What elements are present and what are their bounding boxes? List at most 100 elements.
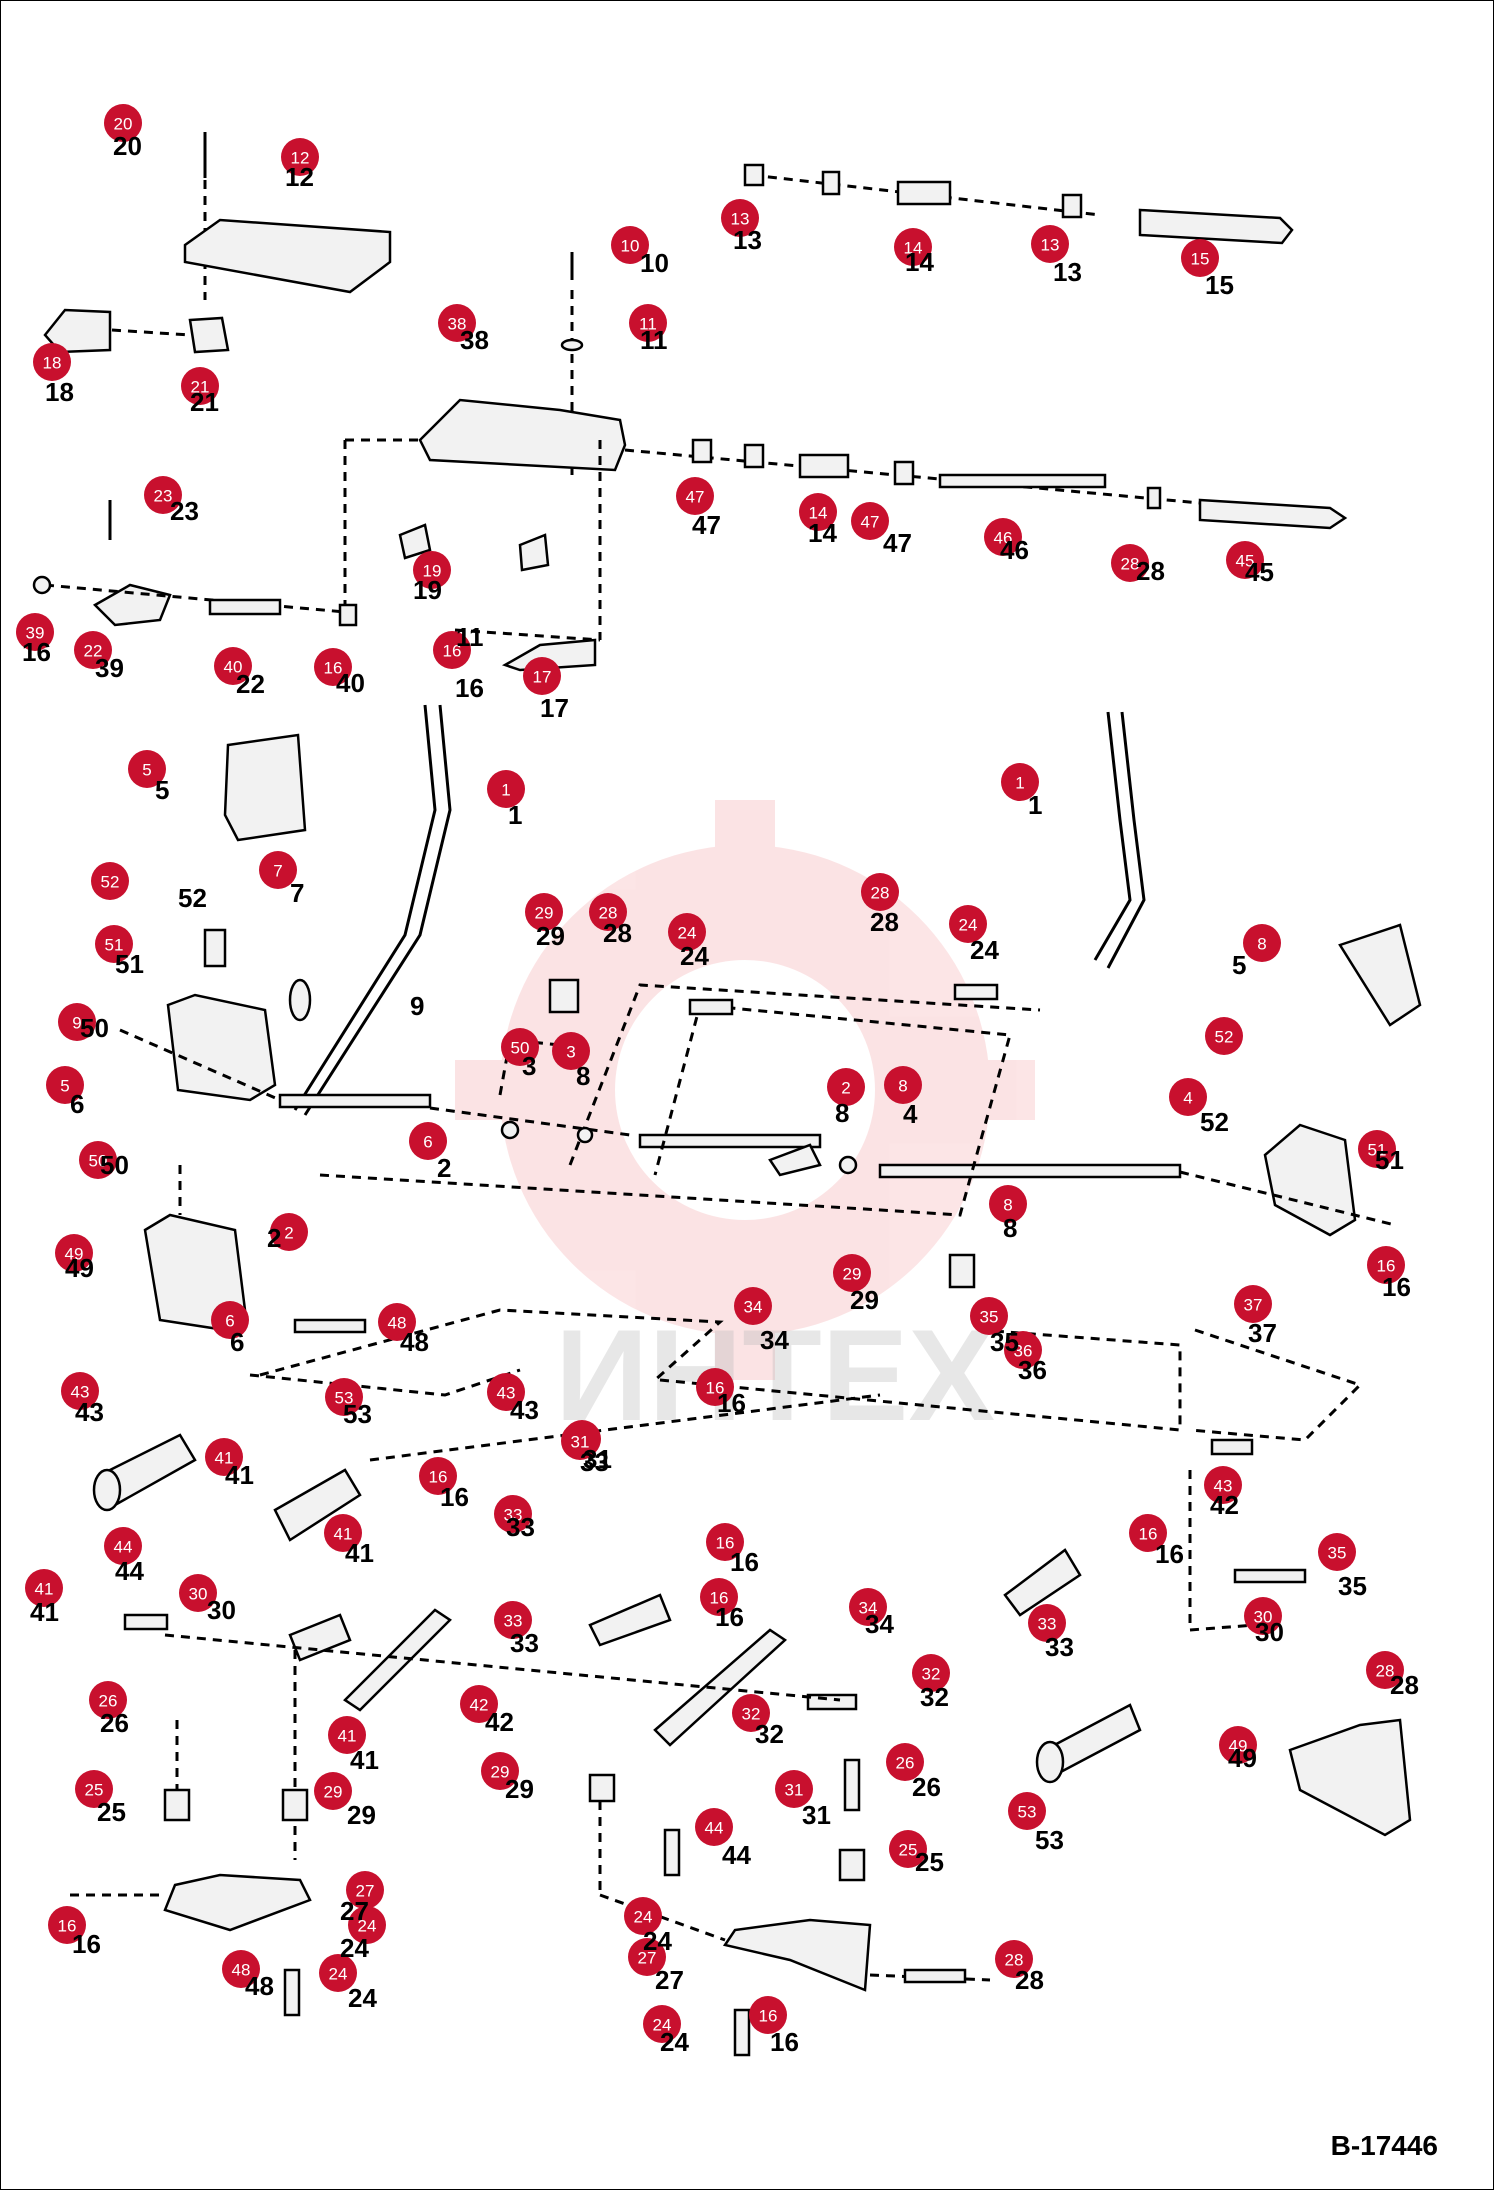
watermark-text: ИНТЕХ (555, 1302, 995, 1448)
callout-29: 29 (525, 893, 563, 931)
callout-8: 8 (989, 1185, 1027, 1223)
svg-text:24: 24 (653, 2016, 672, 2035)
callout-38: 38 (438, 304, 476, 342)
part-label-1: 1 (1028, 790, 1042, 820)
callout-50: 50 (79, 1141, 117, 1179)
part-label-8: 8 (576, 1061, 590, 1091)
svg-text:15: 15 (1191, 250, 1210, 269)
callout-51: 51 (95, 925, 133, 963)
part-label-24: 24 (680, 941, 709, 971)
svg-text:16: 16 (710, 1589, 729, 1608)
svg-text:24: 24 (678, 924, 697, 943)
svg-text:27: 27 (356, 1882, 375, 1901)
callout-30: 30 (1244, 1597, 1282, 1635)
callout-28: 28 (1366, 1651, 1404, 1689)
svg-text:50: 50 (511, 1039, 530, 1058)
part-label-53: 53 (343, 1399, 372, 1429)
part-label-45: 45 (1245, 557, 1274, 587)
callout-51: 51 (1358, 1130, 1396, 1168)
callout-37: 37 (1234, 1285, 1272, 1323)
part-label-44: 44 (722, 1840, 751, 1870)
callout-20: 20 (104, 104, 142, 142)
svg-text:18: 18 (43, 354, 62, 373)
svg-text:16: 16 (706, 1379, 725, 1398)
callout-49: 49 (1219, 1726, 1257, 1764)
callout-27: 27 (346, 1871, 384, 1909)
svg-text:44: 44 (705, 1819, 724, 1838)
callout-41: 41 (328, 1716, 366, 1754)
part-label-24: 24 (643, 1926, 672, 1956)
callout-32: 32 (732, 1694, 770, 1732)
callout-16: 16 (314, 648, 352, 686)
part-label-19: 19 (413, 575, 442, 605)
part-label-30: 30 (1255, 1617, 1284, 1647)
svg-text:40: 40 (224, 658, 243, 677)
part-label-32: 32 (920, 1682, 949, 1712)
svg-text:17: 17 (533, 668, 552, 687)
svg-text:13: 13 (731, 210, 750, 229)
part-label-40: 40 (336, 668, 365, 698)
callout-26: 26 (89, 1681, 127, 1719)
svg-text:42: 42 (470, 1696, 489, 1715)
callout-16: 16 (433, 631, 471, 669)
part-label-22: 22 (236, 669, 265, 699)
callout-42: 42 (460, 1685, 498, 1723)
svg-text:45: 45 (1236, 552, 1255, 571)
svg-text:29: 29 (535, 904, 554, 923)
svg-text:52: 52 (1215, 1028, 1234, 1047)
svg-text:22: 22 (84, 642, 103, 661)
svg-text:11: 11 (639, 315, 657, 334)
part-label-43: 43 (510, 1395, 539, 1425)
svg-text:35: 35 (980, 1308, 999, 1327)
svg-text:26: 26 (99, 1692, 118, 1711)
callout-2: 2 (270, 1213, 308, 1251)
callout-52: 52 (1205, 1017, 1243, 1055)
svg-text:28: 28 (1376, 1662, 1395, 1681)
svg-text:44: 44 (114, 1538, 133, 1557)
callout-7: 7 (259, 851, 297, 889)
svg-text:27: 27 (638, 1949, 657, 1968)
part-label-44: 44 (115, 1556, 144, 1586)
svg-text:41: 41 (334, 1525, 353, 1544)
callout-16: 16 (1367, 1246, 1405, 1284)
part-label-41: 41 (225, 1460, 254, 1490)
part-label-20: 20 (113, 131, 142, 161)
part-label-30: 30 (207, 1595, 236, 1625)
svg-text:28: 28 (1005, 1951, 1024, 1970)
part-label-38: 38 (460, 325, 489, 355)
callout-9: 9 (58, 1003, 96, 1041)
svg-text:8: 8 (898, 1077, 907, 1096)
svg-text:35: 35 (1328, 1544, 1347, 1563)
svg-text:8: 8 (1257, 935, 1266, 954)
svg-text:5: 5 (142, 761, 151, 780)
svg-text:16: 16 (443, 642, 462, 661)
part-label-26: 26 (100, 1708, 129, 1738)
svg-text:48: 48 (232, 1961, 251, 1980)
part-label-31: 31 (583, 1444, 612, 1474)
part-label-6: 6 (230, 1327, 244, 1357)
svg-text:24: 24 (329, 1965, 348, 1984)
svg-text:14: 14 (809, 504, 828, 523)
part-label-33: 33 (1045, 1632, 1074, 1662)
svg-text:6: 6 (423, 1133, 432, 1152)
svg-text:43: 43 (1214, 1477, 1233, 1496)
svg-text:24: 24 (358, 1917, 377, 1936)
callout-26: 26 (886, 1743, 924, 1781)
svg-text:16: 16 (58, 1917, 77, 1936)
callout-39: 39 (16, 613, 54, 651)
svg-text:49: 49 (1229, 1737, 1248, 1756)
part-label-27: 27 (655, 1965, 684, 1995)
callout-43: 43 (487, 1373, 525, 1411)
part-label-16: 16 (72, 1929, 101, 1959)
part-label-16: 16 (1382, 1272, 1411, 1302)
callout-13: 13 (1031, 225, 1069, 263)
svg-text:2: 2 (841, 1079, 850, 1098)
svg-text:43: 43 (497, 1384, 516, 1403)
svg-text:2: 2 (284, 1224, 293, 1243)
svg-text:6: 6 (225, 1312, 234, 1331)
svg-text:36: 36 (1014, 1342, 1033, 1361)
svg-text:32: 32 (742, 1705, 761, 1724)
svg-text:41: 41 (215, 1449, 234, 1468)
part-label-6: 6 (70, 1089, 84, 1119)
